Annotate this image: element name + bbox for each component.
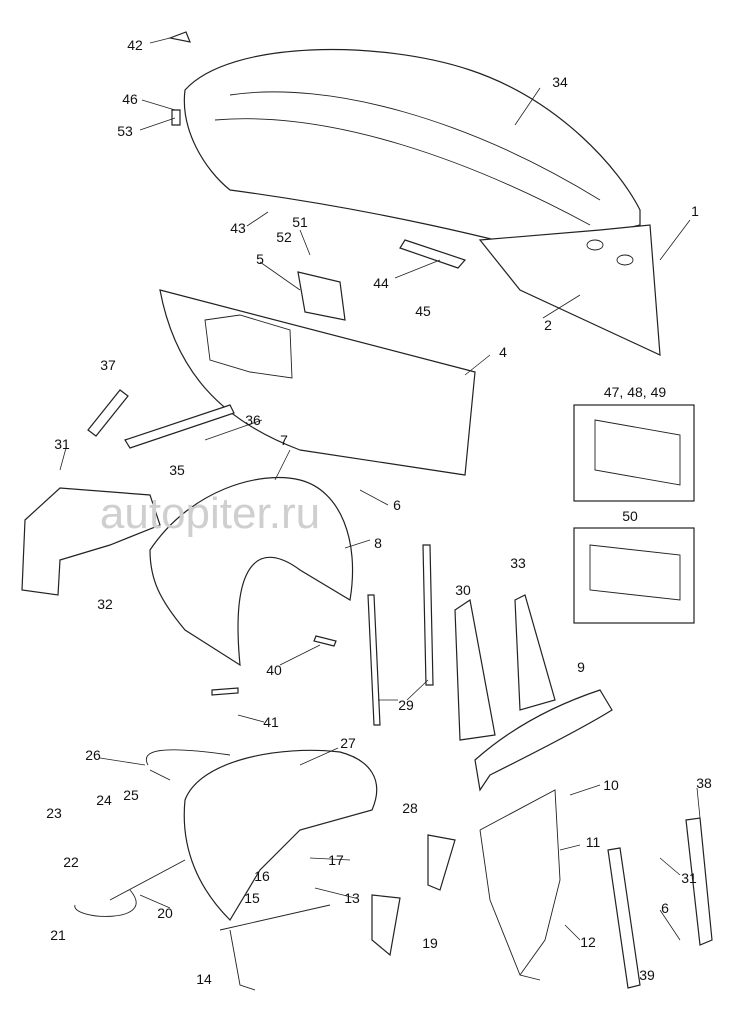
callout-31b: 31 [681, 870, 697, 886]
callout-20: 20 [157, 905, 173, 921]
callout-8: 8 [374, 535, 382, 551]
callout-25: 25 [123, 787, 139, 803]
callout-19: 19 [422, 935, 438, 951]
callout-12: 12 [580, 934, 596, 950]
callout-39: 39 [639, 967, 655, 983]
callout-31: 31 [54, 436, 70, 452]
callout-27: 27 [340, 735, 356, 751]
callout-43: 43 [230, 220, 246, 236]
callout-36: 36 [245, 412, 261, 428]
callout-4: 4 [499, 344, 507, 360]
callout-53: 53 [117, 123, 133, 139]
plate-part [297, 271, 346, 321]
callout-45: 45 [415, 303, 431, 319]
callout-21: 21 [50, 927, 66, 943]
callout-30: 30 [455, 582, 471, 598]
callout-28: 28 [402, 800, 418, 816]
callout-16: 16 [254, 868, 270, 884]
callout-40: 40 [266, 662, 282, 678]
callout-10: 10 [603, 777, 619, 793]
grille-panel [159, 289, 476, 476]
callout-24: 24 [96, 792, 112, 808]
callout-15: 15 [244, 890, 260, 906]
callout-1: 1 [691, 203, 699, 219]
callout-14: 14 [196, 971, 212, 987]
footrest-part [474, 689, 613, 792]
watermark: autopiter.ru [100, 489, 320, 538]
callout-44: 44 [373, 275, 389, 291]
callout-47-48-49: 47, 48, 49 [604, 384, 666, 400]
callout-9: 9 [577, 659, 585, 675]
callout-7: 7 [280, 432, 288, 448]
callout-22: 22 [63, 854, 79, 870]
fender-frame [149, 476, 354, 667]
callout-50: 50 [622, 508, 638, 524]
callout-32: 32 [97, 596, 113, 612]
callout-41: 41 [263, 714, 279, 730]
inset-box-47-48-49 [573, 404, 695, 502]
callout-2: 2 [544, 317, 552, 333]
side-panel-part [21, 487, 161, 596]
callout-42: 42 [127, 37, 143, 53]
callout-37: 37 [100, 357, 116, 373]
callout-52: 52 [276, 229, 292, 245]
callout-46: 46 [122, 91, 138, 107]
callout-5: 5 [256, 251, 264, 267]
rear-fender-part [183, 749, 378, 921]
callout-34: 34 [552, 74, 568, 90]
callout-11: 11 [586, 834, 601, 850]
callout-38: 38 [696, 775, 712, 791]
callout-6: 6 [393, 497, 401, 513]
bracket-frame [479, 789, 561, 981]
callout-51: 51 [292, 214, 308, 230]
callout-23: 23 [46, 805, 62, 821]
callout-33: 33 [510, 555, 526, 571]
callout-6b: 6 [661, 900, 669, 916]
callout-13: 13 [344, 890, 360, 906]
callout-35: 35 [169, 462, 185, 478]
inset-box-50 [573, 527, 695, 624]
callout-26: 26 [85, 747, 101, 763]
callout-29: 29 [398, 697, 414, 713]
hood-lower-panel [478, 224, 661, 356]
callout-17: 17 [328, 852, 344, 868]
hood-part [183, 48, 641, 263]
